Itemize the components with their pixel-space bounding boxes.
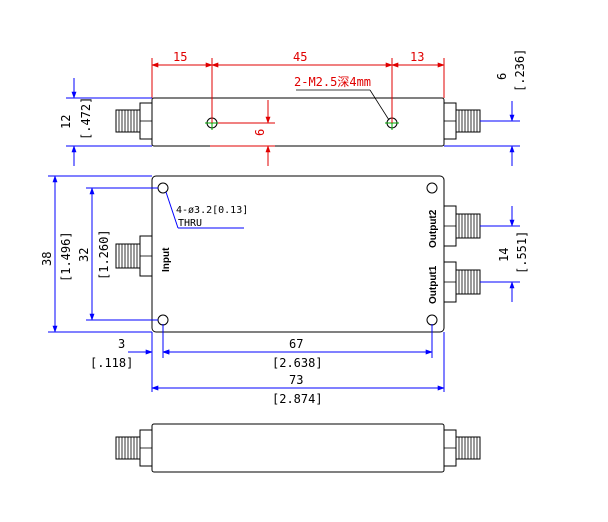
dim-hole-offset: 6 bbox=[253, 129, 267, 136]
dim-14-inch: [.551] bbox=[515, 231, 529, 274]
top-height-dimension bbox=[66, 78, 152, 166]
output1-connector bbox=[443, 261, 481, 303]
dim-67: 67 bbox=[289, 337, 303, 351]
output2-connector bbox=[443, 205, 481, 247]
bottom-view-body bbox=[151, 423, 445, 473]
top-left-connector bbox=[115, 102, 153, 140]
front-view: Input Output2 Output1 4-ø3.2[0.13] THRU … bbox=[40, 175, 529, 406]
dim-32: 32 bbox=[77, 248, 91, 262]
top-red-dimensions bbox=[151, 58, 445, 166]
top-view-body bbox=[151, 97, 445, 147]
bottom-left-connector bbox=[115, 429, 153, 467]
hole-leader bbox=[296, 89, 390, 121]
tapped-hole-note: 2-M2.5深4mm bbox=[294, 75, 371, 89]
dim-12: 12 bbox=[59, 115, 73, 129]
dim-15: 15 bbox=[173, 50, 187, 64]
output-pitch-dimension bbox=[480, 206, 520, 302]
dim-45: 45 bbox=[293, 50, 307, 64]
bottom-view bbox=[115, 423, 481, 473]
thru-hole-leader bbox=[165, 191, 244, 229]
dim-6: 6 bbox=[495, 73, 509, 80]
dim-73-inch: [2.874] bbox=[272, 392, 323, 406]
hole-67-dimension bbox=[162, 324, 433, 358]
dim-73: 73 bbox=[289, 373, 303, 387]
output1-label: Output1 bbox=[428, 265, 439, 304]
input-connector bbox=[115, 235, 153, 277]
top-right-connector bbox=[443, 102, 481, 140]
dim-6-inch: [.236] bbox=[513, 49, 527, 92]
dim-3: 3 bbox=[118, 337, 125, 351]
input-label: Input bbox=[161, 247, 172, 272]
height-32-dimension bbox=[86, 187, 158, 321]
bottom-right-connector bbox=[443, 429, 481, 467]
dim-38-inch: [1.496] bbox=[59, 231, 73, 282]
height-38-dimension bbox=[48, 175, 152, 333]
dim-3-inch: [.118] bbox=[90, 356, 133, 370]
output2-label: Output2 bbox=[428, 209, 439, 248]
dim-32-inch: [1.260] bbox=[97, 229, 111, 280]
dim-38: 38 bbox=[40, 252, 54, 266]
length-73-dimension bbox=[151, 332, 445, 392]
dim-14: 14 bbox=[497, 248, 511, 262]
dim-67-inch: [2.638] bbox=[272, 356, 323, 370]
top-view: 15 45 13 6 2-M2.5深4mm 12 [.472] 6 [.236] bbox=[59, 49, 527, 166]
front-view-body bbox=[151, 175, 445, 333]
dim-13: 13 bbox=[410, 50, 424, 64]
thru-hole-note: 4-ø3.2[0.13] bbox=[176, 205, 248, 216]
mount-hole-tr bbox=[426, 182, 438, 194]
edge-3-dimension bbox=[128, 324, 185, 392]
thru-hole-note-2: THRU bbox=[178, 218, 202, 229]
dim-12-inch: [.472] bbox=[79, 97, 93, 140]
top-right-dimension bbox=[444, 101, 520, 166]
